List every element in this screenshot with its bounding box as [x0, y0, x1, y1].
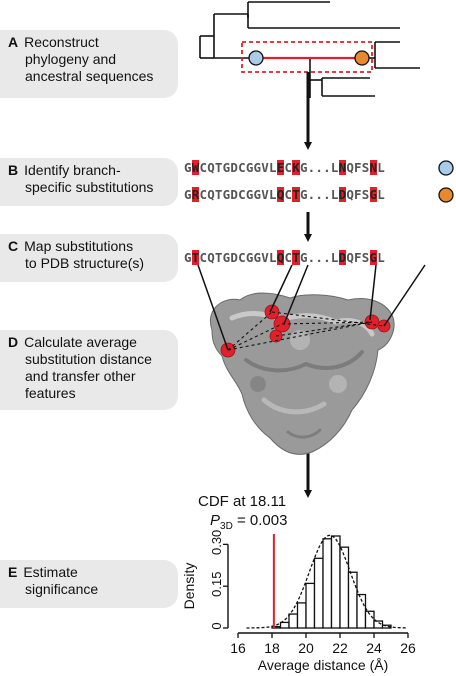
substitution-distances: [227, 311, 385, 351]
p-label-sub: 3D: [220, 521, 233, 532]
sequence-ancestor-blue: GWCQTGDCGGVLECKG...LNQFSNL: [184, 160, 385, 175]
chart-annotation: CDF at 18.11: [198, 493, 286, 510]
step-e-line2: significance: [25, 581, 99, 597]
sequence-pdb-structure: GTCQTGDCGGVLQCTG...LDQFSGL: [184, 250, 385, 265]
step-d-line2: substitution distance: [25, 351, 152, 367]
ancestral-node-blue: [248, 50, 264, 66]
step-d-panel: D Calculate average substitution distance…: [0, 330, 178, 410]
step-a-letter: A: [8, 34, 19, 50]
x-axis-label: Average distance (Å): [258, 657, 388, 673]
sequence-ancestor-orange: GRCQTGDCGGVLQCTG...LDQFSGL: [184, 187, 385, 202]
x-tick-label: 16: [230, 640, 246, 656]
mapping-lines: [197, 264, 426, 351]
x-tick-label: 18: [264, 640, 280, 656]
protein-structure: [209, 292, 395, 455]
p-value-label: P3D = 0.003: [210, 512, 287, 532]
y-tick-label: 0.30: [209, 530, 224, 555]
step-d-line3: and transfer other: [25, 368, 136, 384]
x-tick-label: 22: [332, 640, 348, 656]
step-a-panel: A Reconstruct phylogeny and ancestral seq…: [0, 30, 178, 98]
step-b-line2: specific substitutions: [25, 179, 154, 195]
step-e-panel: E Estimate significance: [0, 560, 178, 608]
step-c-panel: C Map substitutions to PDB structure(s): [0, 234, 178, 282]
x-tick-label: 26: [400, 640, 416, 656]
ancestral-node-orange: [354, 50, 370, 66]
step-d-line1: Calculate average: [24, 334, 137, 350]
step-a-line3: ancestral sequences: [25, 68, 154, 84]
step-e-letter: E: [8, 564, 18, 580]
x-tick-label: 24: [366, 640, 382, 656]
step-b-letter: B: [8, 162, 19, 178]
p-label-value: = 0.003: [233, 512, 288, 529]
p-label-prefix: P: [210, 512, 220, 529]
step-e-line1: Estimate: [23, 564, 78, 580]
sequence-node-blue: [438, 160, 454, 176]
step-c-letter: C: [8, 238, 19, 254]
histogram-bar: [364, 610, 375, 629]
y-ticks: 0 0.15 0.30: [209, 530, 228, 630]
step-d-letter: D: [8, 334, 19, 350]
step-c-line1: Map substitutions: [24, 238, 134, 254]
histogram-bar: [381, 624, 392, 629]
step-b-panel: B Identify branch- specific substitutions: [0, 158, 178, 206]
sequence-node-orange: [438, 187, 454, 203]
step-d-line4: features: [25, 385, 76, 401]
step-a-line1: Reconstruct: [24, 34, 99, 50]
step-a-line2: phylogeny and: [25, 51, 117, 67]
step-b-line1: Identify branch-: [24, 162, 121, 178]
y-tick-label: 0.15: [209, 572, 224, 597]
y-tick-label: 0: [209, 622, 224, 629]
x-tick-label: 20: [298, 640, 314, 656]
x-ticks: 16 18 20 22 24 26: [230, 633, 416, 656]
histogram-bars: [271, 535, 392, 629]
histogram-bar: [373, 620, 384, 629]
y-axis-label: Density: [181, 563, 197, 610]
step-c-line2: to PDB structure(s): [25, 255, 145, 271]
